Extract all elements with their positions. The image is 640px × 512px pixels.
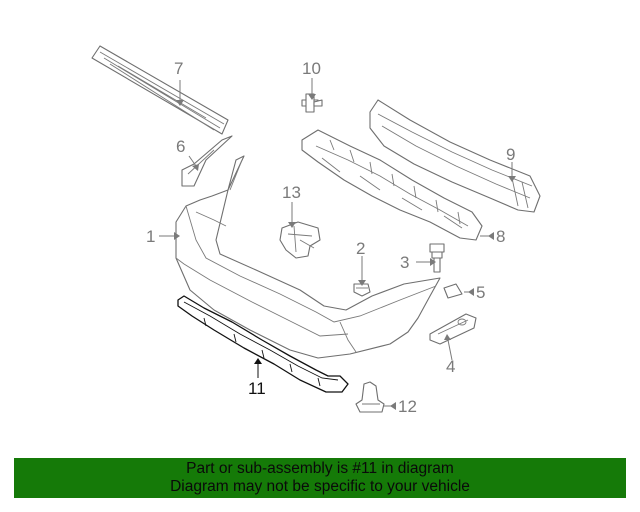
part-12-retainer[interactable]	[355, 381, 385, 413]
callout-4: 4	[446, 357, 455, 376]
callout-10: 10	[302, 59, 321, 78]
part-8-energy-absorber[interactable]	[301, 129, 483, 241]
parts-diagram: 7 6 10 13 1 2 3 5 4 9 8 12 11	[91, 45, 541, 416]
part-11-lower-valance[interactable]	[177, 295, 349, 393]
callout-labels: 7 6 10 13 1 2 3 5 4 9 8 12 11	[146, 59, 515, 416]
callout-13: 13	[282, 183, 301, 202]
part-13-sensor-bracket[interactable]	[279, 221, 321, 259]
callout-5: 5	[476, 283, 485, 302]
part-6-bracket[interactable]	[181, 135, 233, 187]
info-banner: Part or sub-assembly is #11 in diagram D…	[14, 458, 626, 498]
part-4-reflector[interactable]	[429, 313, 477, 345]
banner-line-disclaimer: Diagram may not be specific to your vehi…	[170, 478, 470, 495]
banner-line-part-note: Part or sub-assembly is #11 in diagram	[186, 460, 454, 477]
callout-1: 1	[146, 227, 155, 246]
part-9-reinforcement-beam[interactable]	[369, 99, 541, 213]
leader-arrowheads	[174, 94, 516, 410]
part-3-bolt[interactable]	[429, 243, 445, 273]
callout-6: 6	[176, 137, 185, 156]
callout-9: 9	[506, 145, 515, 164]
callout-8: 8	[496, 227, 505, 246]
callout-2: 2	[356, 239, 365, 258]
callout-7: 7	[174, 59, 183, 78]
callout-12: 12	[398, 397, 417, 416]
part-2-clip[interactable]	[353, 283, 371, 297]
part-5-small-clip[interactable]	[443, 283, 463, 299]
part-7-trim-panel[interactable]	[91, 45, 229, 135]
callout-11: 11	[248, 379, 266, 398]
part-1-bumper-cover[interactable]	[175, 155, 441, 359]
callout-3: 3	[400, 253, 409, 272]
